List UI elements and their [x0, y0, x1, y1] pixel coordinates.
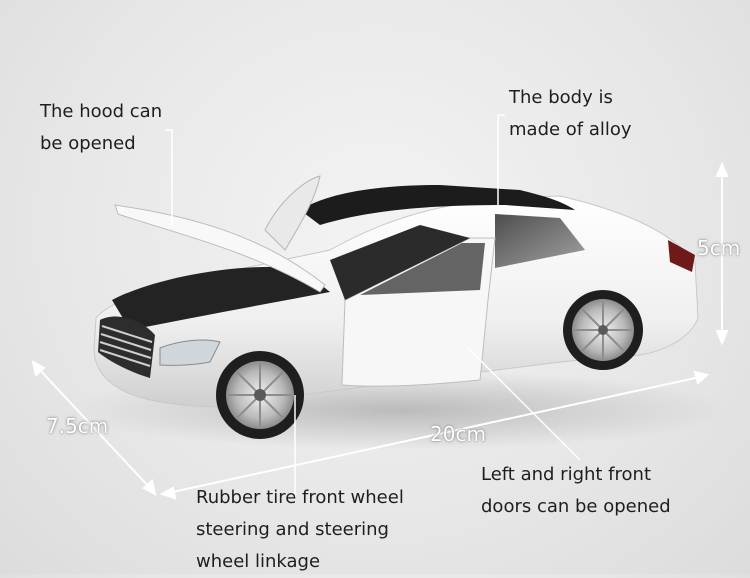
door-callout-line	[467, 347, 581, 461]
dimension-lines	[31, 161, 729, 500]
hood-callout-line	[165, 129, 173, 225]
callout-lines	[165, 114, 581, 498]
front-wheel	[216, 351, 304, 439]
doors-callout-line-2: doors can be opened	[481, 496, 671, 517]
hood-callout-line-2: be opened	[40, 133, 136, 154]
tail-light	[668, 240, 695, 272]
length-dimension-line	[167, 376, 701, 494]
hood-callout-line-1: The hood can	[40, 101, 163, 122]
hood-windshield-frame	[264, 175, 321, 251]
open-hood	[114, 204, 326, 293]
doors-callout-line-1: Left and right front	[481, 464, 652, 485]
hood-callout: The hood can be opened	[40, 96, 162, 160]
width-dimension-line	[37, 367, 151, 489]
body-callout-line-1: The body is	[509, 87, 613, 108]
door-window	[360, 243, 485, 295]
car-roof	[300, 185, 575, 225]
body-callout-line	[497, 114, 505, 205]
tire-callout-line-3: wheel linkage	[196, 551, 321, 572]
length-dimension-label: 20cm	[430, 422, 486, 446]
grille-bars	[99, 325, 153, 367]
engine-bay	[112, 266, 330, 330]
tire-callout: Rubber tire front wheel steering and ste…	[196, 482, 404, 578]
tire-callout-line-1: Rubber tire front wheel	[196, 487, 404, 508]
body-callout: The body is made of alloy	[509, 82, 632, 146]
height-dimension-label: 5cm	[697, 236, 741, 260]
headlight	[159, 339, 221, 366]
doors-callout: Left and right front doors can be opened	[481, 459, 671, 523]
body-callout-line-2: made of alloy	[509, 119, 632, 140]
car-interior	[330, 225, 470, 300]
rear-window	[495, 214, 585, 268]
rear-wheel	[563, 290, 643, 370]
tire-callout-line-2: steering and steering	[196, 519, 389, 540]
width-dimension-label: 7.5cm	[46, 414, 109, 438]
